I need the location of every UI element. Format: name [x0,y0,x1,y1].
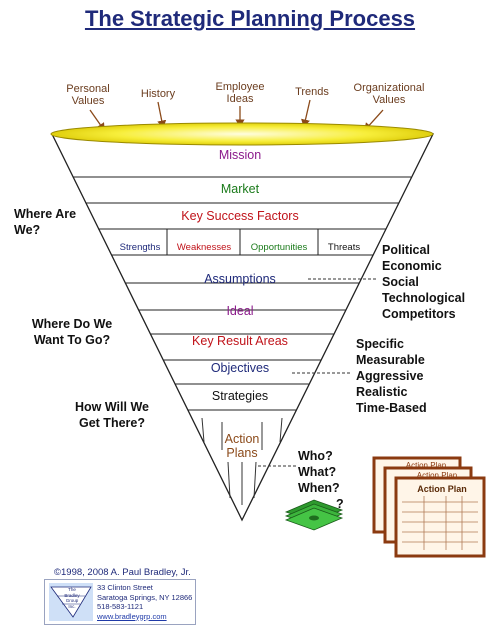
bradley-group-logo [49,583,93,621]
band-key-success-factors: Key Success Factors [181,209,299,223]
question-where-are-we: Where Are We? [14,206,94,238]
question-line1: Where Are [14,207,77,221]
question-line1: Where Do We [31,317,113,331]
action-plan-doc-label: Action Plan [416,471,458,480]
address-line1: 33 Clinton Street [97,583,153,592]
logo-text-line: Inc. [68,603,76,609]
action-plan-doc-label: Action Plan [417,484,467,494]
pest-item: Social [382,275,419,289]
pest-item: Economic [382,259,442,273]
smart-item: Aggressive [356,369,424,383]
question-where-do-we-want-to-go: Where Do We Want To Go? [22,316,122,348]
smart-item: Measurable [356,353,425,367]
smart-item: Time-Based [356,401,427,415]
www-item: Who? [298,449,333,463]
action-plan-doc-label: Action Plan [405,461,447,470]
logo-text-line: The [68,587,76,592]
input-label-line1: History [140,88,176,100]
input-label-line1: Organizational [353,82,425,94]
question-line2: Get There? [79,416,145,430]
swot-threats: Threats [327,242,361,253]
pest-item: Political [382,243,430,257]
action-plan-documents-icon [372,456,486,558]
input-organizational-values: Organizational Values [344,82,434,106]
www-item: What? [298,465,337,479]
swot-strengths: Strengths [119,242,161,253]
logo-text-line: Group [65,598,79,603]
funnel-band-lines [72,176,412,411]
input-label-line1: Employee [215,81,265,93]
input-label-line2: Values [372,94,406,106]
copyright-text: ©1998, 2008 A. Paul Bradley, Jr. [54,567,191,578]
input-trends: Trends [286,86,338,98]
action-plans-line2: Plans [226,446,258,460]
website-link[interactable]: www.bradleygrp.com [97,611,167,621]
pest-list: Political Economic Social Technological … [382,242,497,322]
address-line2: Saratoga Springs, NY 12866 [97,592,193,602]
www-item: When? [298,481,340,495]
band-ideal: Ideal [226,304,254,318]
pest-item: Competitors [382,307,456,321]
band-market: Market [220,182,260,196]
who-what-when-list: Who? What? When? ? [298,448,358,512]
swot-opportunities: Opportunities [250,242,308,253]
pest-item: Technological [382,291,466,305]
footer-address: 33 Clinton Street Saratoga Springs, NY 1… [97,583,192,621]
band-objectives: Objectives [210,361,270,375]
funnel-rim [50,122,434,146]
smart-item: Specific [356,337,404,351]
swot-weaknesses: Weaknesses [176,242,232,253]
logo-text-line: Bradley [64,592,80,598]
question-how-will-we-get-there: How Will We Get There? [62,399,162,431]
action-plans-line1: Action [224,432,260,446]
input-label-line2: Ideas [226,93,254,105]
page-title: The Strategic Planning Process [84,6,416,31]
input-arrow [157,101,167,129]
input-label-line2: Values [71,95,105,107]
smart-list: Specific Measurable Aggressive Realistic… [356,336,456,416]
input-label-line1: Trends [295,86,329,98]
band-mission: Mission [218,148,262,162]
question-line2: We? [14,223,41,237]
band-action-plans: Action Plans [202,432,282,460]
band-key-result-areas: Key Result Areas [192,334,288,348]
www-item: ? [336,497,344,511]
logo-text: The Bradley Group Inc. [58,587,86,609]
question-line2: Want To Go? [33,333,111,347]
footer-contact-card: The Bradley Group Inc. 33 Clinton Street… [44,579,196,625]
question-line1: How Will We [75,400,149,414]
input-arrow [301,99,311,128]
input-label-line1: Personal [66,83,110,95]
input-employee-ideas: Employee Ideas [206,81,274,105]
input-history: History [130,88,186,100]
band-strategies: Strategies [211,389,269,403]
input-personal-values: Personal Values [58,83,118,107]
money-icon [284,499,344,531]
band-assumptions: Assumptions [204,272,276,286]
phone-number: 518-583-1121 [97,602,144,611]
smart-item: Realistic [356,385,408,399]
action-plan-lines [201,417,283,505]
